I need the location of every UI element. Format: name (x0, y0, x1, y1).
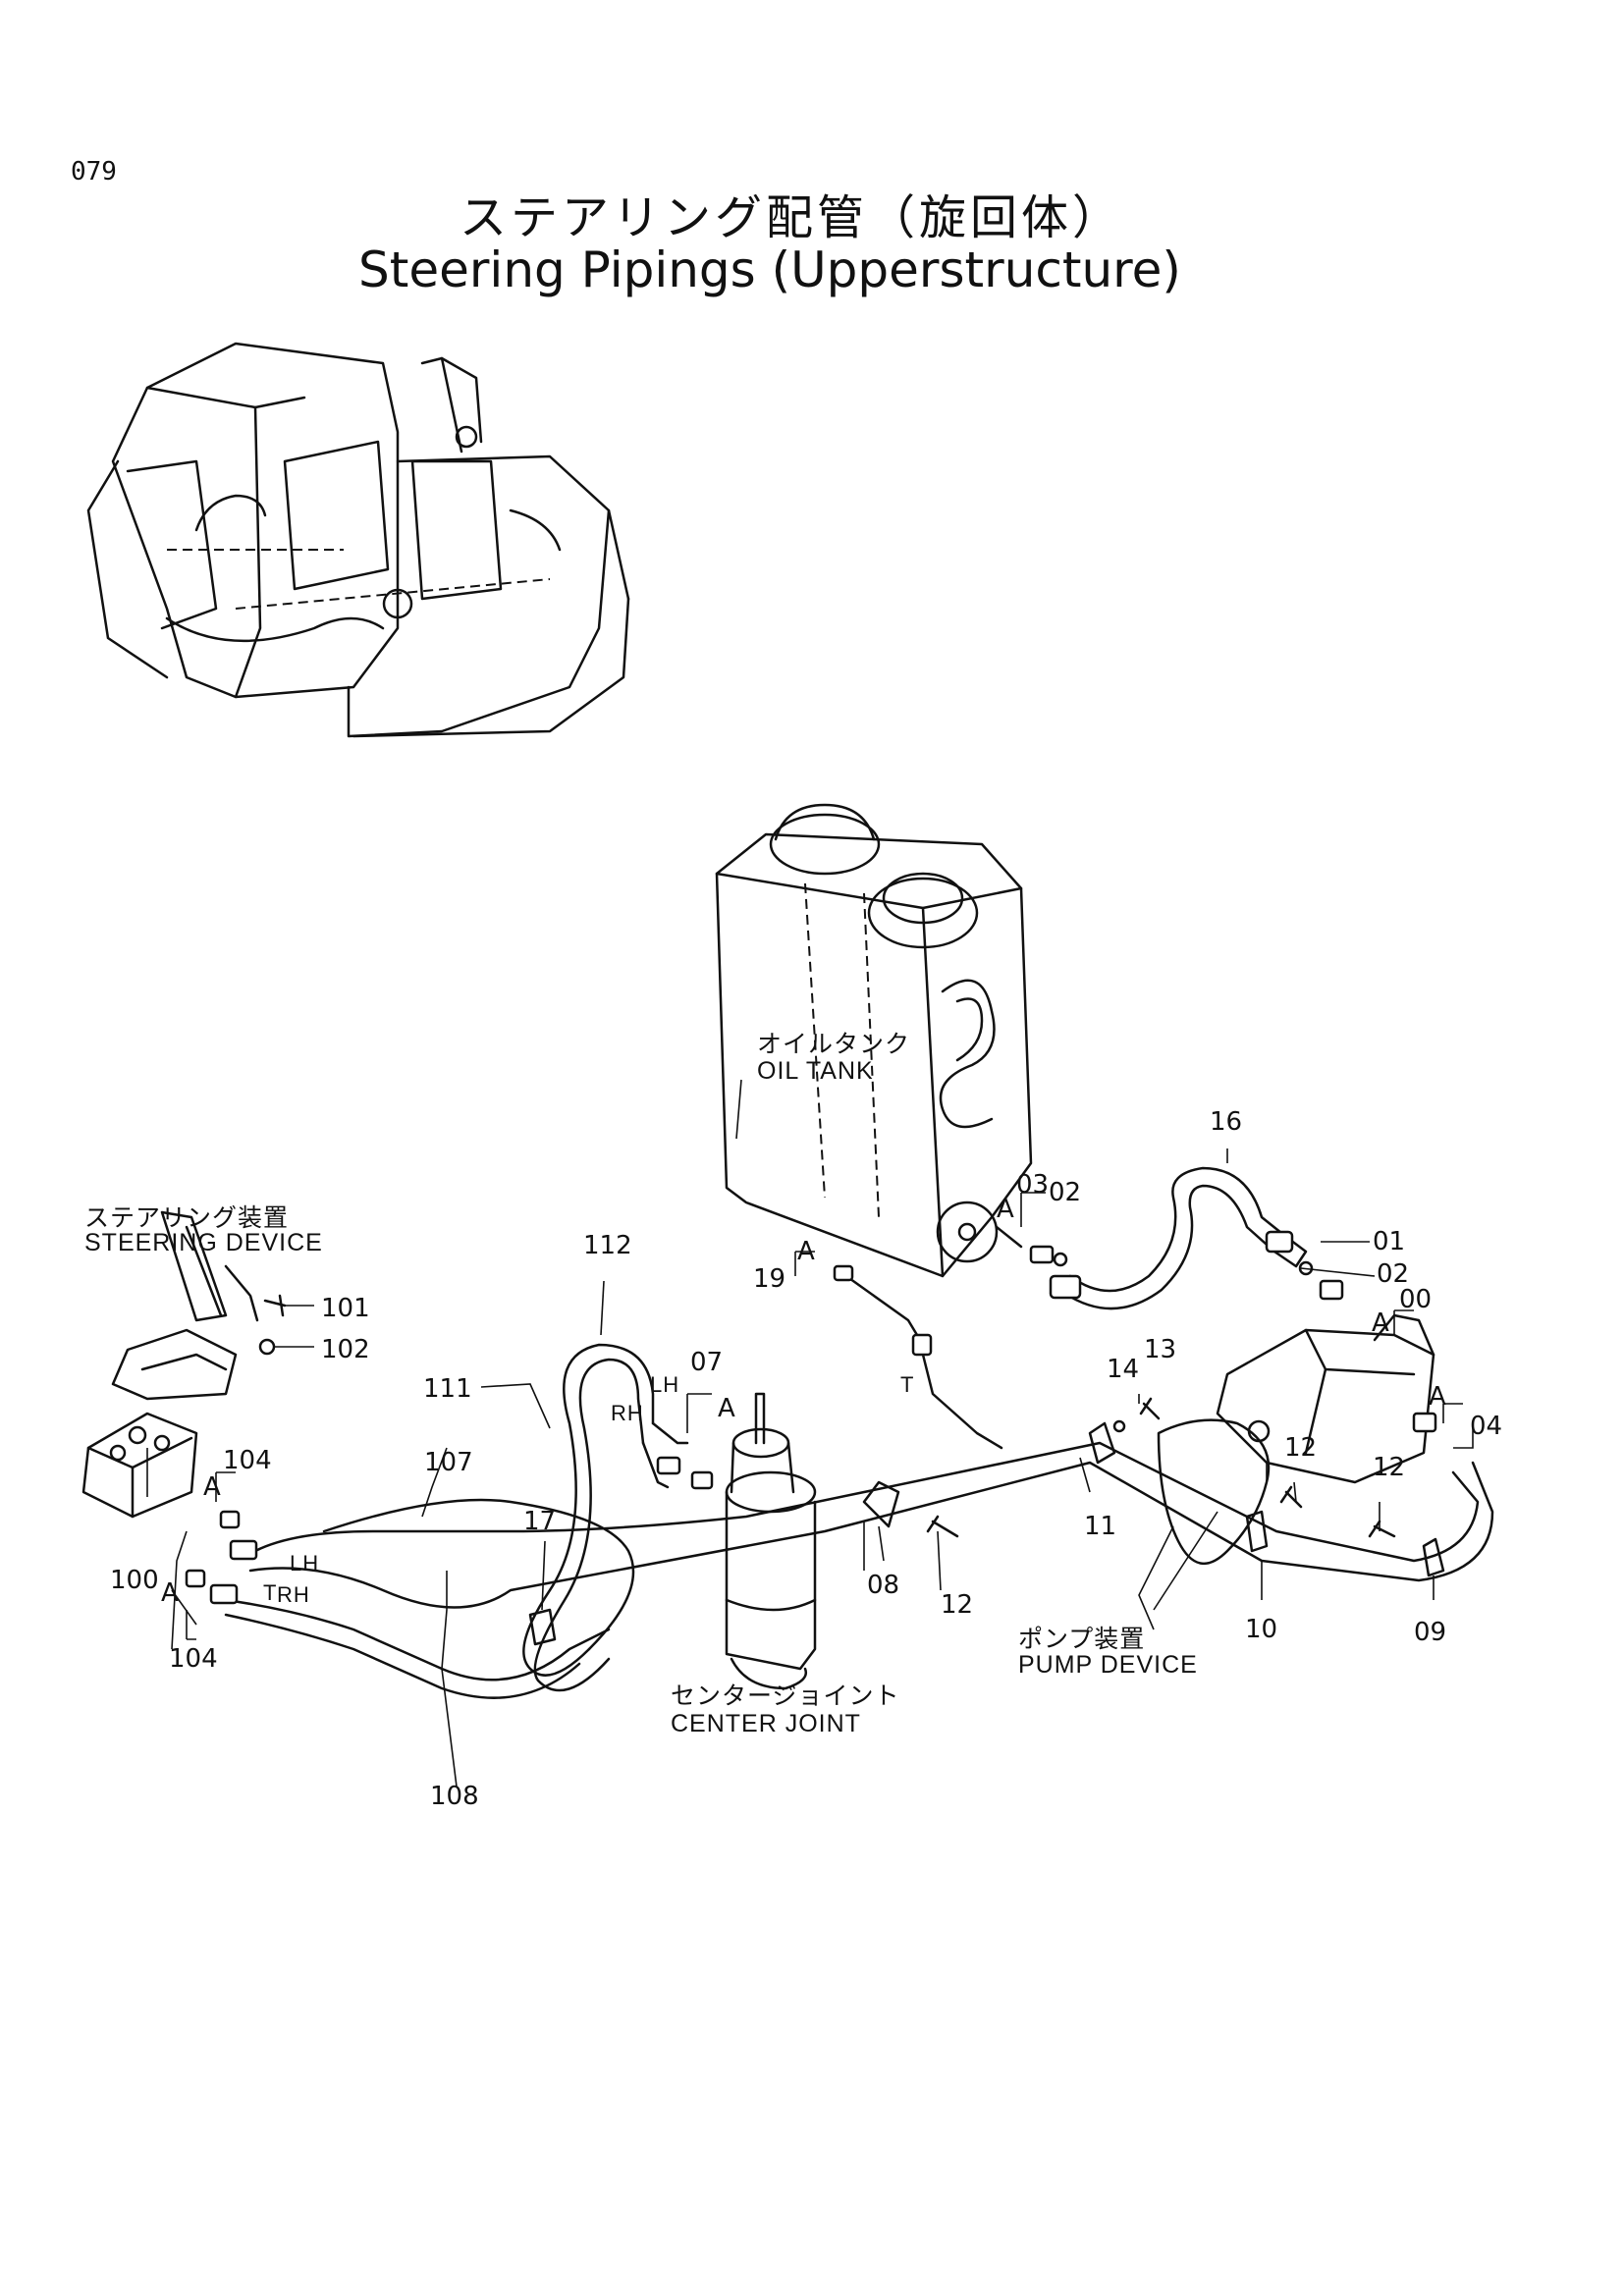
part-number-callout: 111 (423, 1374, 472, 1404)
part-number-callout: 12 (941, 1590, 974, 1620)
part-number-callout: 01 (1373, 1227, 1406, 1256)
part-number-callout: 10 (1245, 1615, 1278, 1644)
part-number-callout: 04 (1470, 1412, 1503, 1441)
steering-device-illustration (81, 1210, 259, 1519)
port-label-rh: RH (611, 1401, 644, 1425)
detail-a-marker: A (203, 1472, 221, 1502)
port-label-lh: LH (650, 1372, 680, 1397)
part-number-callout: 09 (1414, 1618, 1447, 1647)
page-title-japanese: ステアリング配管（旋回体） (460, 190, 1124, 245)
part-number-callout: 08 (867, 1571, 900, 1600)
part-number-callout: 07 (690, 1348, 724, 1377)
part-number-callout: 17 (523, 1507, 557, 1536)
oil-tank-illustration (715, 803, 1033, 1278)
part-number-callout: 19 (753, 1264, 786, 1294)
oil-tank-label-english: OIL TANK (757, 1057, 874, 1085)
steering-device-label-japanese: ステアリング装置 (84, 1204, 290, 1232)
part-number-callout: 107 (424, 1448, 473, 1477)
pump-device-illustration (1157, 1313, 1435, 1566)
leader-lines (146, 1079, 1474, 1788)
part-number-callout: 104 (169, 1644, 218, 1674)
detail-a-marker: A (161, 1578, 179, 1608)
pump-device-label-japanese: ポンプ装置 (1018, 1626, 1146, 1653)
part-number-callout: 13 (1144, 1335, 1177, 1364)
part-number-callout: 101 (321, 1294, 370, 1323)
page-title-english: Steering Pipings (Upperstructure) (358, 241, 1181, 298)
port-label-t: T (900, 1372, 915, 1397)
center-joint-label-english: CENTER JOINT (671, 1710, 861, 1737)
detail-a-marker: A (797, 1237, 815, 1266)
detail-a-marker: A (1372, 1308, 1389, 1338)
port-label-rh: RH (277, 1582, 310, 1607)
part-number-callout: 104 (223, 1446, 272, 1475)
page-number: 079 (71, 157, 117, 187)
piping-network (185, 1166, 1494, 1699)
detail-a-marker: A (997, 1195, 1014, 1224)
port-label-lh: LH (290, 1551, 320, 1575)
part-number-callout: 102 (321, 1335, 370, 1364)
part-number-callout: 02 (1049, 1178, 1082, 1207)
part-number-callout: 108 (430, 1782, 479, 1811)
detail-a-marker: A (1429, 1382, 1446, 1412)
center-joint-label-japanese: センタージョイント (671, 1682, 900, 1710)
part-number-callout: 100 (110, 1566, 159, 1595)
part-number-callout: 00 (1399, 1285, 1433, 1314)
oil-tank-label-japanese: オイルタンク (757, 1031, 911, 1058)
part-number-callout: 02 (1377, 1259, 1410, 1289)
part-number-callout: 12 (1373, 1453, 1406, 1482)
part-number-callout: 14 (1107, 1355, 1140, 1384)
pump-device-label-english: PUMP DEVICE (1018, 1651, 1198, 1679)
part-number-callout: 16 (1210, 1107, 1243, 1137)
port-label-t: T (263, 1580, 278, 1605)
part-number-callout: 11 (1084, 1512, 1117, 1541)
detail-a-marker: A (718, 1394, 735, 1423)
excavator-overview-illustration (86, 342, 630, 738)
part-number-callout: 03 (1016, 1170, 1050, 1200)
part-number-callout: 12 (1284, 1433, 1318, 1463)
steering-device-label-english: STEERING DEVICE (84, 1229, 323, 1256)
part-number-callout: 112 (583, 1231, 632, 1260)
